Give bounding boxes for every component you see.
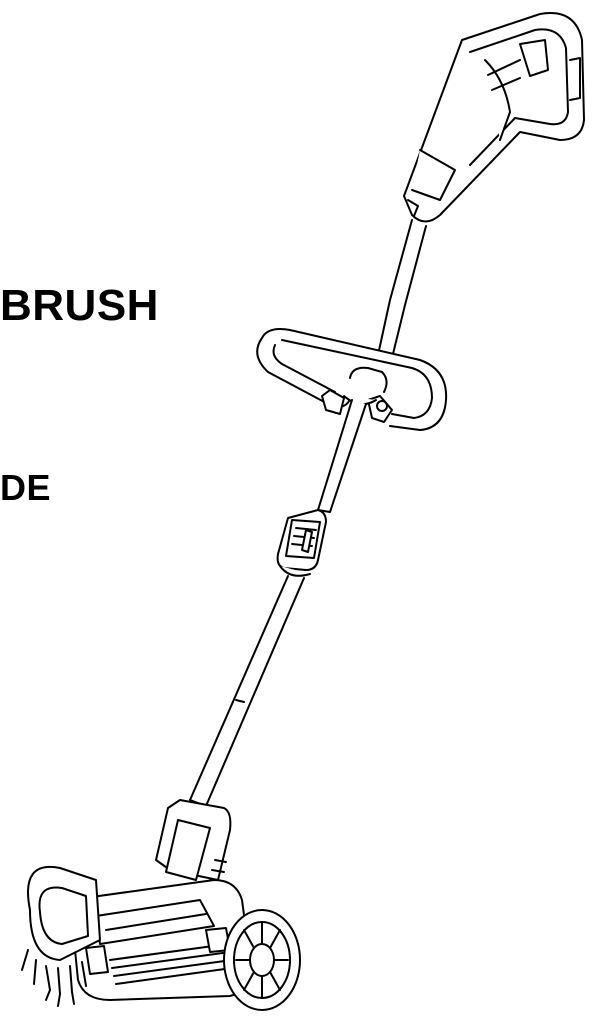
- brush-housing: [70, 880, 251, 1000]
- twist-lock-collar: [278, 510, 326, 576]
- title-de: DE: [0, 467, 52, 508]
- motor-neck: [156, 800, 230, 882]
- shaft-upper: [378, 220, 426, 358]
- wire-brush-wheel: [22, 867, 100, 1006]
- rear-wheel: [224, 910, 300, 1010]
- shaft-middle: [318, 400, 366, 512]
- front-handle: [257, 329, 446, 430]
- shaft-lower: [190, 576, 304, 806]
- rear-handle: [404, 13, 584, 221]
- title-brush: BRUSH: [0, 281, 159, 330]
